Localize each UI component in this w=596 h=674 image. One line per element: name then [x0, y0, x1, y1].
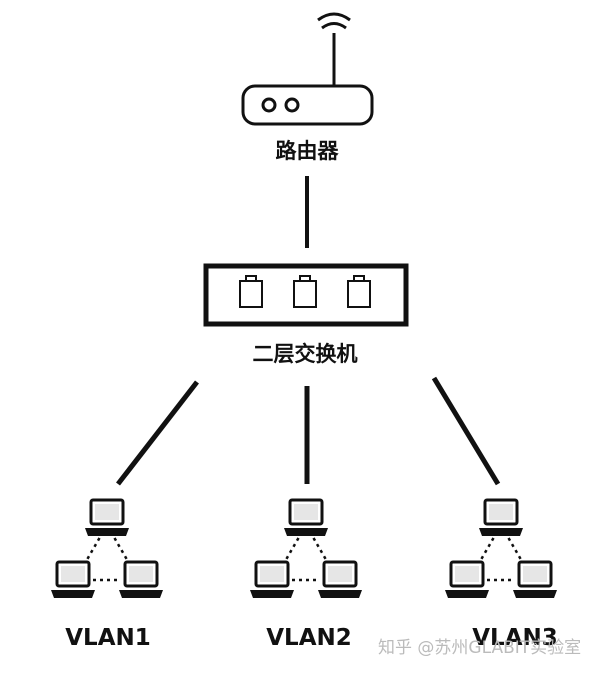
router-icon [241, 12, 374, 126]
vlan1-label: VLAN1 [65, 625, 151, 651]
vlan3-label: VLAN3 [472, 625, 558, 651]
switch-vlan3-link [431, 376, 501, 486]
vlan3-computer-group-icon [445, 500, 557, 598]
switch-port-icon [239, 275, 263, 308]
vlan1-computer-group-icon [51, 500, 163, 598]
switch-port-icon [293, 275, 317, 308]
switch-icon [203, 263, 409, 327]
switch-port-icon [347, 275, 371, 308]
switch-label: 二层交换机 [253, 342, 358, 366]
vlan2-label: VLAN2 [266, 625, 352, 651]
vlan2-computer-group-icon [250, 500, 362, 598]
watermark: 知乎 @苏州GLABIT实验室 [378, 638, 581, 658]
switch-vlan1-link [116, 380, 199, 486]
router-label: 路由器 [276, 139, 340, 163]
